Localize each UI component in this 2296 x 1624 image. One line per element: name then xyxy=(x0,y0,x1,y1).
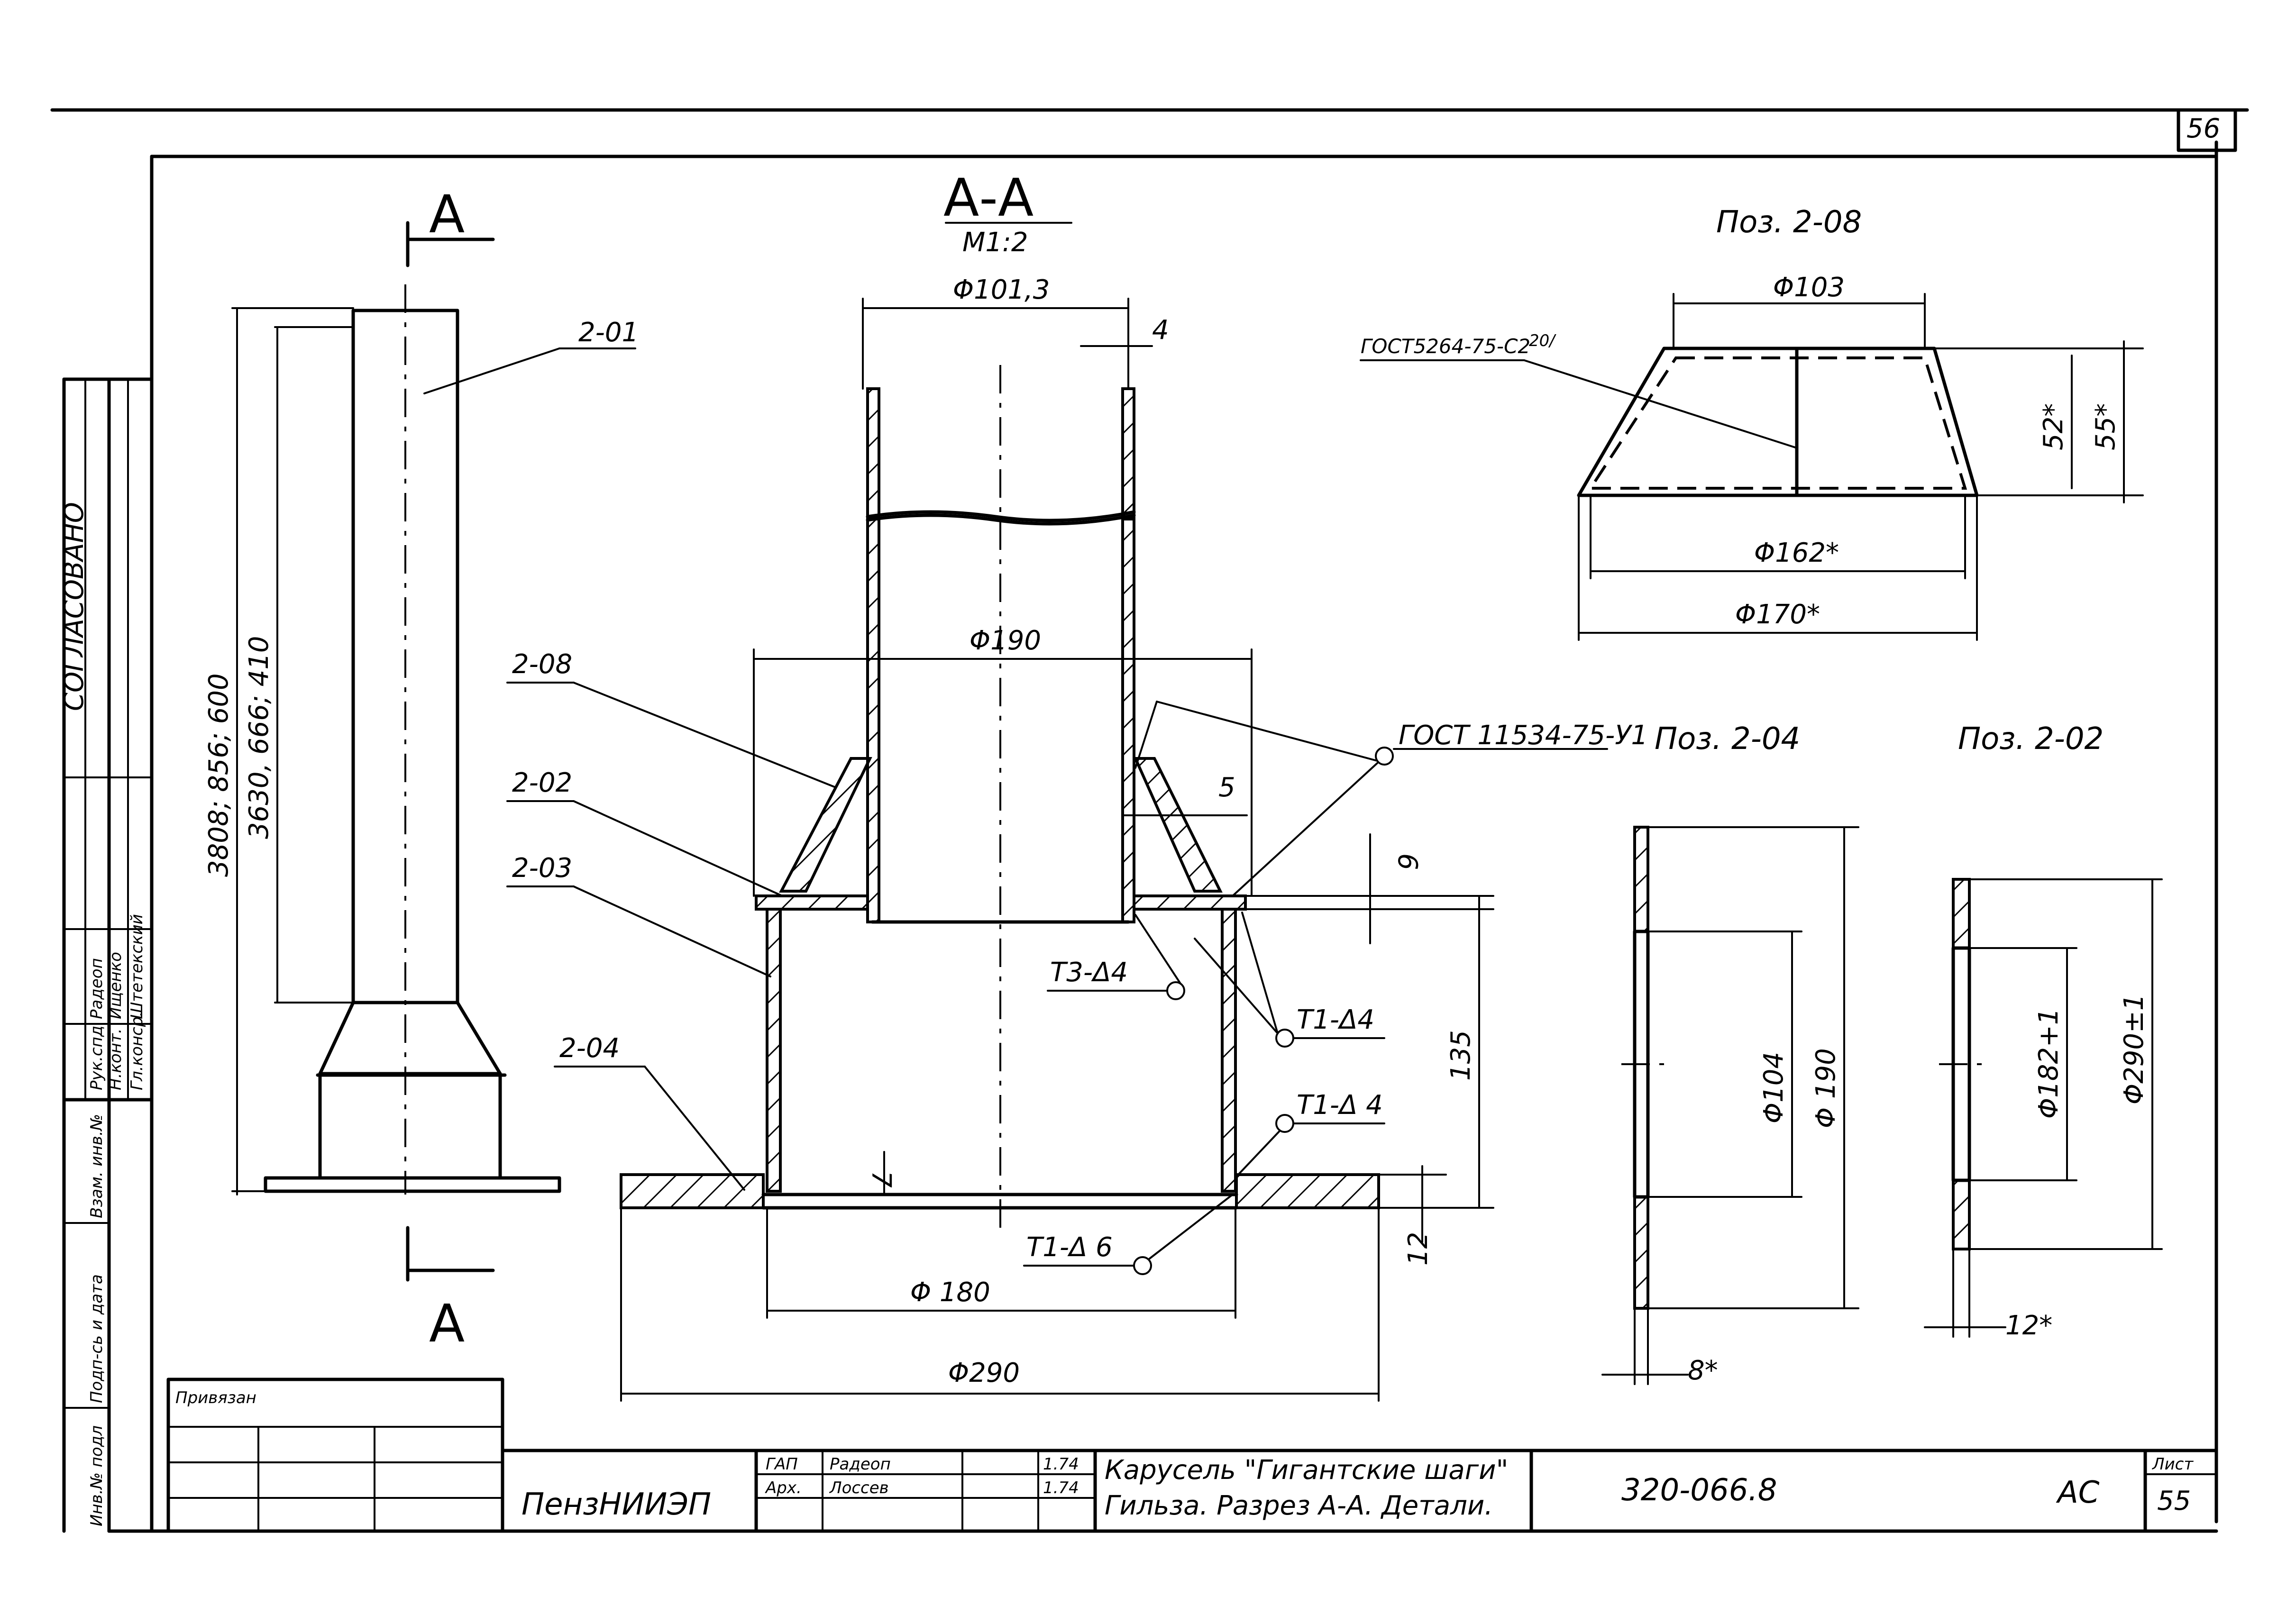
pos-2-08-std: ГОСТ5264-75-С2 xyxy=(1361,335,1530,358)
stamp-row-2: Н.конт. xyxy=(106,1028,125,1090)
page-number-top: 56 xyxy=(2186,113,2220,144)
section-label: А-А xyxy=(943,167,1034,228)
pos-2-04-thk: 8* xyxy=(1688,1355,1718,1386)
privyazan: Привязан xyxy=(175,1388,256,1407)
pos-2-04-title: Поз. 2-04 xyxy=(1655,721,1800,757)
dia-base: Φ290 xyxy=(948,1358,1020,1388)
label-2-01: 2-01 xyxy=(578,317,639,348)
dim-outer: 3808; 856; 600 xyxy=(203,673,234,877)
pos-2-04-dia-inner: Φ104 xyxy=(1758,1052,1789,1123)
side-stamp: СОГЛАСОВАНО Рук.спд Н.конт. Гл.конср. Ра… xyxy=(59,377,154,1533)
agreed-label: СОГЛАСОВАНО xyxy=(59,502,90,711)
doc-code: 320-066.8 xyxy=(1621,1473,1777,1508)
name-2: Лоссев xyxy=(829,1478,889,1497)
label-2-08: 2-08 xyxy=(512,649,572,680)
label-2-02: 2-02 xyxy=(512,767,572,798)
role-1: ГАП xyxy=(766,1455,798,1474)
weld-t1b: Т1-Δ 4 xyxy=(1297,1090,1383,1121)
pos-2-02-dia-outer: Φ290±1 xyxy=(2119,994,2150,1104)
pos-2-08-dia-162: Φ162* xyxy=(1754,538,1839,568)
stamp-name-1: Радеоп xyxy=(87,958,106,1019)
title-line-1: Карусель "Гигантские шаги" xyxy=(1105,1455,1508,1486)
dia-top: Φ101,3 xyxy=(953,274,1050,305)
pos-2-02-title: Поз. 2-02 xyxy=(1958,721,2104,757)
pos-2-02-dia-inner: Φ182+1 xyxy=(2033,1008,2064,1119)
section-mark-top: А xyxy=(429,184,465,245)
section-mark-bottom: А xyxy=(429,1293,465,1354)
stamp-col-inv: Взам. инв.№ xyxy=(87,1114,106,1218)
pos-2-04-dia-outer: Φ 190 xyxy=(1811,1048,1841,1128)
stamp-name-3: Штетекский xyxy=(128,914,146,1019)
pos-2-08-h2: 55* xyxy=(2090,403,2121,450)
pos-2-02-thk: 12* xyxy=(2005,1310,2052,1341)
role-2: Арх. xyxy=(765,1478,802,1497)
elevation-view: А А 3808; 856; 600 3630, 666; 410 2-01 xyxy=(203,184,639,1354)
sheet-frame: 56 xyxy=(50,108,2249,1533)
sheet-label: Лист xyxy=(2151,1455,2194,1474)
dia-bottom-inner: Φ 180 xyxy=(910,1277,990,1308)
weld-t1a: Т1-Δ4 xyxy=(1297,1004,1374,1035)
date-1: 1.74 xyxy=(1043,1455,1079,1474)
pos-2-08-title: Поз. 2-08 xyxy=(1716,205,1862,240)
title-block: Привязан ПензНИИЭП ГАП Радеоп 1.74 Арх. … xyxy=(166,1378,2218,1533)
thk-6: 6 xyxy=(1392,853,1423,870)
dia-mid: Φ190 xyxy=(970,625,1041,656)
sheet-number: 55 xyxy=(2157,1486,2191,1516)
label-2-04: 2-04 xyxy=(559,1033,620,1064)
weld-t1c: Т1-Δ 6 xyxy=(1026,1232,1113,1263)
wall-thk: 4 xyxy=(1152,315,1169,346)
stage: АС xyxy=(2056,1475,2100,1510)
section-scale: M1:2 xyxy=(962,227,1028,258)
pos-2-08-h1: 52* xyxy=(2038,403,2069,450)
date-2: 1.74 xyxy=(1043,1478,1079,1497)
pos-2-08-detail: Поз. 2-08 Φ103 ГОСТ5264-75-С2 20/ 52* 55… xyxy=(1360,205,2144,641)
org-name: ПензНИИЭП xyxy=(521,1487,711,1522)
title-line-2: Гильза. Разрез А-А. Детали. xyxy=(1105,1490,1493,1521)
stamp-row-3: Гл.конср. xyxy=(128,1012,146,1090)
height-135: 135 xyxy=(1445,1030,1476,1081)
dim-inner: 3630, 666; 410 xyxy=(244,636,274,839)
thk-5: 5 xyxy=(1218,772,1235,803)
weld-t3: Т3-Δ4 xyxy=(1050,957,1128,988)
pos-2-08-dia-top: Φ103 xyxy=(1773,272,1845,303)
section-a-a: А-А M1:2 Φ101,3 4 Φ190 Φ 180 xyxy=(506,167,1648,1402)
stamp-col-inv-podl: Инв.№ подл xyxy=(87,1425,106,1526)
pos-2-04-detail: Поз. 2-04 Φ104 Φ 190 8* xyxy=(1601,721,1859,1386)
stamp-row-1: Рук.спд xyxy=(87,1026,106,1090)
stamp-name-2: Ищенко xyxy=(106,952,125,1019)
pos-2-08-dia-170: Φ170* xyxy=(1735,599,1820,630)
thk-7: 7 xyxy=(866,1171,896,1188)
pos-2-02-detail: Поз. 2-02 Φ182+1 Φ290±1 12* xyxy=(1924,721,2163,1341)
name-1: Радеоп xyxy=(830,1455,891,1474)
weld-std: ГОСТ 11534-75-У1 xyxy=(1399,720,1648,751)
pos-2-08-weld-angle: 20/ xyxy=(1529,331,1556,350)
stamp-col-sign: Подп-сь и дата xyxy=(87,1274,106,1403)
label-2-03: 2-03 xyxy=(512,853,572,884)
height-12: 12 xyxy=(1403,1232,1434,1266)
